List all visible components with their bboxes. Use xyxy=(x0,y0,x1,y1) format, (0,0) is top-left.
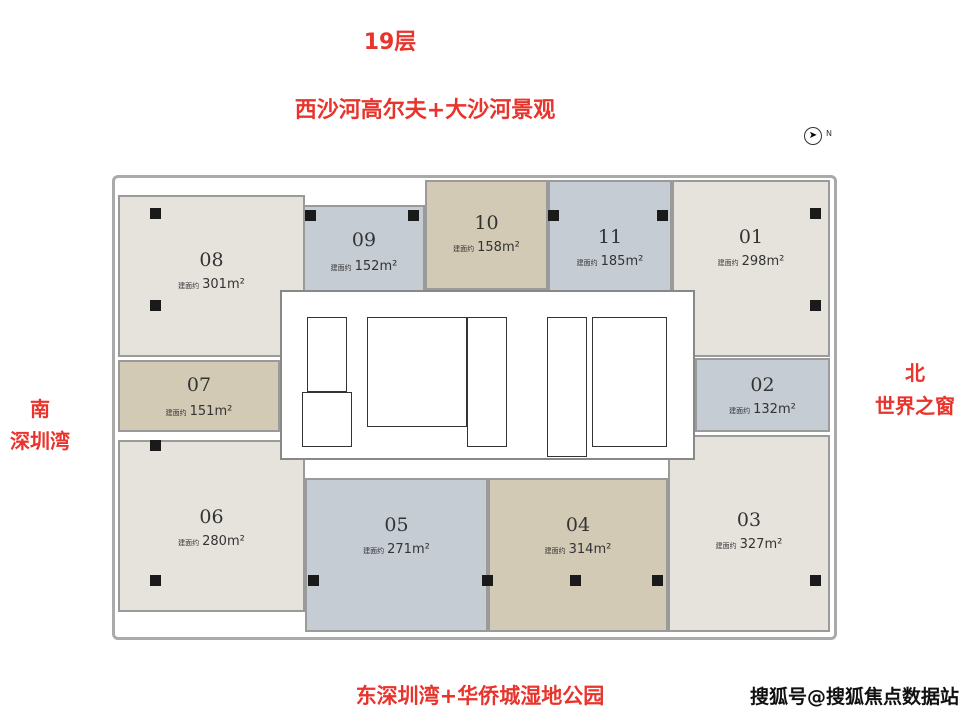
area-prefix: 建面约 xyxy=(576,259,598,267)
column xyxy=(810,300,821,311)
shaft xyxy=(467,317,507,447)
area-prefix: 建面约 xyxy=(178,539,200,547)
unit-area: 185m² xyxy=(600,254,644,269)
column xyxy=(308,575,319,586)
area-prefix: 建面约 xyxy=(363,547,385,555)
unit-number: 07 xyxy=(186,374,212,396)
unit-number: 04 xyxy=(565,514,591,536)
unit-number: 08 xyxy=(199,249,224,271)
column xyxy=(408,210,419,221)
column xyxy=(482,575,493,586)
column xyxy=(150,300,161,311)
view-top: 西沙河高尔夫+大沙河景观 xyxy=(294,98,556,123)
column xyxy=(548,210,559,221)
unit-area: 158m² xyxy=(477,240,520,255)
unit-area: 301m² xyxy=(202,277,245,292)
area-prefix: 建面约 xyxy=(165,409,187,417)
area-prefix: 建面约 xyxy=(715,542,737,550)
area-prefix: 建面约 xyxy=(178,282,200,290)
column xyxy=(810,208,821,219)
elevator-bank-left xyxy=(367,317,467,427)
north-arrow-icon: ➤ xyxy=(804,127,822,145)
unit-number: 09 xyxy=(351,229,377,251)
unit-area: 152m² xyxy=(354,259,398,274)
area-prefix: 建面约 xyxy=(544,547,566,555)
unit-area: 151m² xyxy=(189,404,233,419)
toilet xyxy=(302,392,352,447)
unit-number: 10 xyxy=(474,212,499,234)
view-south: 深圳湾 xyxy=(10,429,70,453)
view-north: 世界之窗 xyxy=(875,394,955,418)
north-label: N xyxy=(826,129,832,138)
column xyxy=(150,575,161,586)
column xyxy=(810,575,821,586)
column xyxy=(657,210,668,221)
column xyxy=(150,208,161,219)
unit-area: 132m² xyxy=(753,402,796,417)
view-south-dir: 南 xyxy=(30,397,50,421)
service-room xyxy=(592,317,667,447)
column xyxy=(652,575,663,586)
view-east: 东深圳湾+华侨城湿地公园 xyxy=(355,684,605,708)
unit-number: 02 xyxy=(750,374,775,396)
area-prefix: 建面约 xyxy=(729,407,751,415)
column xyxy=(305,210,316,221)
unit-number: 03 xyxy=(736,509,762,531)
building-outline xyxy=(112,175,837,640)
unit-area: 298m² xyxy=(741,254,785,269)
floor-title: 19层 xyxy=(363,30,417,55)
unit-number: 01 xyxy=(738,226,764,248)
column xyxy=(150,440,161,451)
watermark: 搜狐号@搜狐焦点数据站 xyxy=(749,686,959,708)
column xyxy=(570,575,581,586)
unit-number: 05 xyxy=(384,514,409,536)
area-prefix: 建面约 xyxy=(330,264,352,272)
area-prefix: 建面约 xyxy=(453,245,475,253)
unit-area: 327m² xyxy=(739,537,783,552)
unit-area: 271m² xyxy=(387,542,430,557)
stairs xyxy=(307,317,347,392)
unit-number: 06 xyxy=(199,506,224,528)
area-prefix: 建面约 xyxy=(717,259,739,267)
view-north-dir: 北 xyxy=(905,361,925,385)
unit-area: 280m² xyxy=(202,534,245,549)
building-core xyxy=(280,290,695,460)
unit-area: 314m² xyxy=(568,542,612,557)
elevator-bank-right xyxy=(547,317,587,457)
unit-number: 11 xyxy=(597,226,623,248)
